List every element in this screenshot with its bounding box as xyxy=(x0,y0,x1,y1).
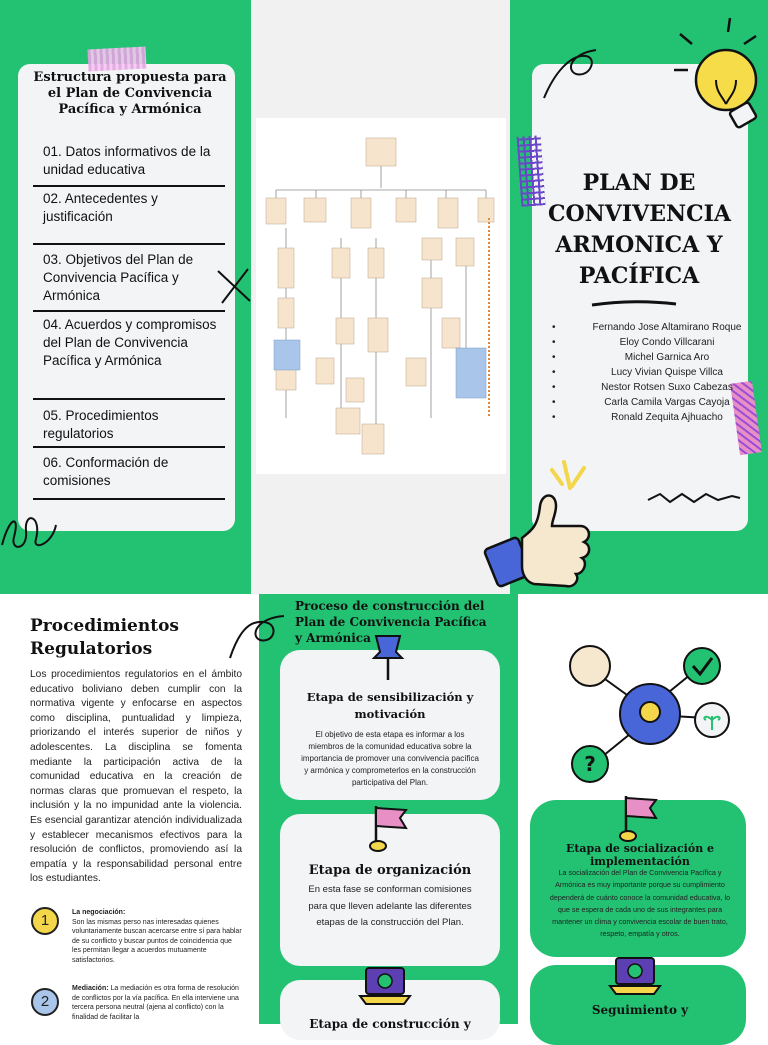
negociacion-desc: Son las mismas perso nas interesadas qui… xyxy=(72,918,242,964)
stage-2-text: En esta fase se conforman comisiones par… xyxy=(308,884,472,928)
author-item: Ronald Zequita Ajhuacho xyxy=(552,410,762,425)
proceso-title: Proceso de construcción del Plan de Conv… xyxy=(295,599,487,645)
mediacion-label: Mediación: xyxy=(72,985,109,992)
authors-list: Fernando Jose Altamirano Roque Eloy Cond… xyxy=(550,320,762,425)
toc-divider xyxy=(33,310,225,312)
lightbulb-icon xyxy=(674,17,758,129)
toc-item: 03. Objetivos del Plan de Convivencia Pa… xyxy=(43,252,194,303)
toc-title: Estructura propuesta para el Plan de Con… xyxy=(33,70,227,117)
stage-3-title: Etapa de construcción y xyxy=(309,1017,471,1031)
laptop-icon xyxy=(608,957,662,995)
toc-divider xyxy=(33,498,225,500)
author-item: Carla Camila Vargas Cayoja xyxy=(552,395,762,410)
number-one-badge: 1 xyxy=(31,907,59,935)
toc-card xyxy=(18,64,235,531)
author-item: Michel Garnica Aro xyxy=(552,350,762,365)
toc-divider xyxy=(33,398,225,400)
toc-divider xyxy=(33,243,225,245)
mediacion-desc: La mediación es otra forma de resolución… xyxy=(72,985,239,1021)
socializacion-text: La socialización del Plan de Convivencia… xyxy=(549,868,731,939)
stage-card xyxy=(280,814,500,966)
grid-sticker-purple xyxy=(516,135,546,207)
zigzag-doodle-icon xyxy=(647,492,741,504)
toc-item: 04. Acuerdos y compromisos del Plan de C… xyxy=(43,317,217,368)
toc-divider xyxy=(33,446,225,448)
thumbs-up-icon xyxy=(483,494,591,588)
stage-card xyxy=(280,650,500,800)
loop-doodle-icon xyxy=(543,49,597,99)
laptop-icon xyxy=(358,967,412,1005)
toc-divider xyxy=(33,185,225,187)
number-two-badge: 2 xyxy=(31,988,59,1016)
washi-tape-pink xyxy=(87,46,147,72)
toc-item: 05. Procedimientos regulatorios xyxy=(43,408,159,441)
pushpin-icon xyxy=(371,635,405,680)
squiggle-doodle-icon xyxy=(1,517,57,548)
flowchart-image xyxy=(256,118,506,474)
toc-item: 06. Conformación de comisiones xyxy=(43,455,169,488)
sparkle-yellow-icon xyxy=(550,460,586,490)
stage-1-text: El objetivo de esta etapa es informar a … xyxy=(301,730,479,787)
socializacion-card xyxy=(530,800,746,957)
author-item: Eloy Condo Villcarani xyxy=(552,335,762,350)
panel-bottom-left-bg xyxy=(0,594,259,1024)
flag-pink-icon xyxy=(369,806,408,852)
author-item: Nestor Rotsen Suxo Cabezas xyxy=(552,380,762,395)
negociacion-text: La negociación: Son las mismas perso nas… xyxy=(72,908,242,966)
procedimientos-title: Procedimientos Regulatorios xyxy=(30,616,179,659)
toc-item: 02. Antecedentes y justificación xyxy=(43,191,158,224)
mediacion-text: Mediación: La mediación es otra forma de… xyxy=(72,984,244,1022)
seguimiento-title: Seguimiento y xyxy=(591,1003,689,1017)
x-doodle-icon xyxy=(217,268,251,304)
stage-2-title: Etapa de organización xyxy=(308,863,472,878)
flag-pink-icon xyxy=(619,796,658,842)
svg-text:?: ? xyxy=(584,752,596,776)
loop-doodle-icon xyxy=(229,615,285,659)
author-item: Fernando Jose Altamirano Roque xyxy=(552,320,762,335)
negociacion-label: La negociación: xyxy=(72,909,126,916)
stage-1-title: Etapa de sensibilización y motivación xyxy=(306,690,474,721)
author-item: Lucy Vivian Quispe Villca xyxy=(552,365,762,380)
toc-item: 01. Datos informativos de la unidad educ… xyxy=(43,144,211,177)
plan-title: PLAN DE CONVIVENCIA ARMONICA Y PACÍFICA xyxy=(548,170,731,289)
socializacion-title: Etapa de socialización e implementación xyxy=(565,842,715,868)
cover-card xyxy=(532,64,748,531)
title-underline-icon xyxy=(591,300,677,307)
procedimientos-body: Los procedimientos regulatorios en el ám… xyxy=(30,669,242,885)
idea-network-icon: ? xyxy=(569,645,730,783)
